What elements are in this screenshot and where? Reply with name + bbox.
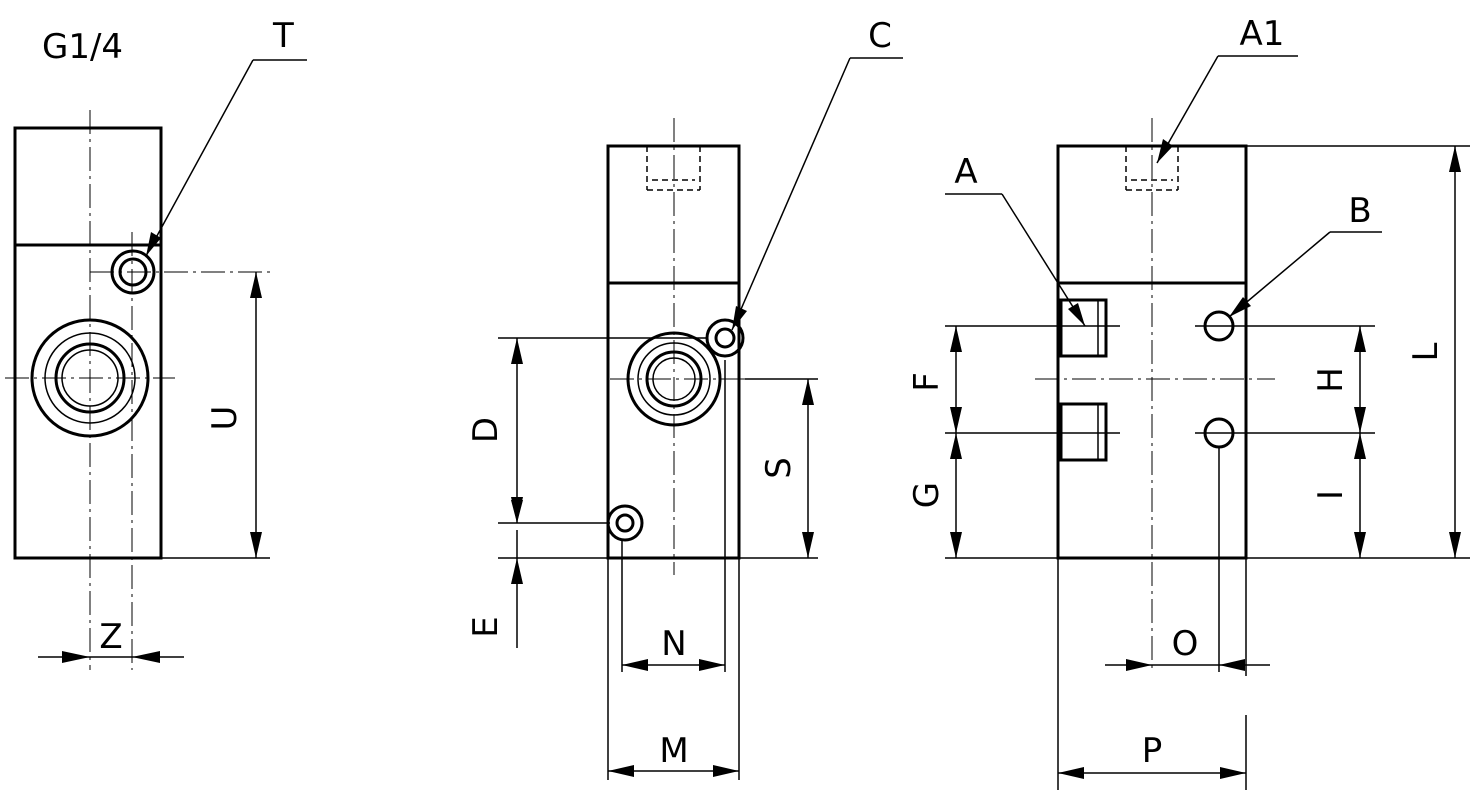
label-P: P: [1142, 731, 1163, 771]
label-A: A: [954, 152, 977, 192]
front-view: [498, 57, 903, 780]
label-F: F: [907, 372, 947, 392]
label-G: G: [907, 482, 947, 508]
rear-view: [945, 55, 1470, 790]
label-S: S: [759, 457, 799, 479]
label-B: B: [1348, 191, 1371, 231]
side-view: [5, 59, 307, 670]
label-E: E: [466, 616, 506, 637]
label-L: L: [1406, 342, 1446, 361]
label-D: D: [466, 417, 506, 443]
label-I: I: [1311, 490, 1351, 500]
label-C: C: [868, 16, 892, 56]
label-Z: Z: [99, 617, 122, 657]
label-N: N: [661, 624, 686, 664]
thread-label: G1/4: [42, 27, 123, 67]
label-U: U: [205, 406, 245, 431]
label-H: H: [1311, 367, 1351, 393]
label-A1: A1: [1240, 14, 1285, 54]
label-O: O: [1172, 624, 1199, 664]
label-M: M: [659, 731, 688, 771]
label-T: T: [272, 16, 294, 56]
